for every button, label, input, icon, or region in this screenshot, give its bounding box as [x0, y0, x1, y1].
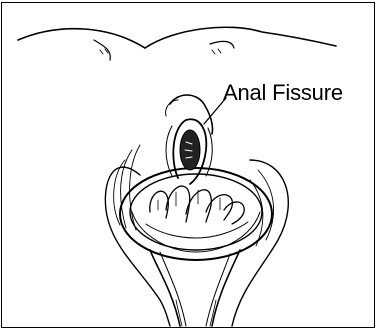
fissure-core	[180, 130, 200, 170]
anal-canal-ring-outer	[120, 168, 272, 260]
buttock-contour-right	[145, 27, 336, 48]
buttock-fold-left	[94, 40, 110, 60]
anal-columns	[146, 186, 248, 238]
canal-wall-left	[150, 250, 180, 326]
buttock-contour-left	[18, 29, 145, 48]
buttock-fold-right	[210, 41, 234, 48]
anal-fissure-label: Anal Fissure	[223, 80, 343, 106]
outer-tissue-right	[232, 160, 288, 326]
fissure-tag	[170, 95, 213, 134]
